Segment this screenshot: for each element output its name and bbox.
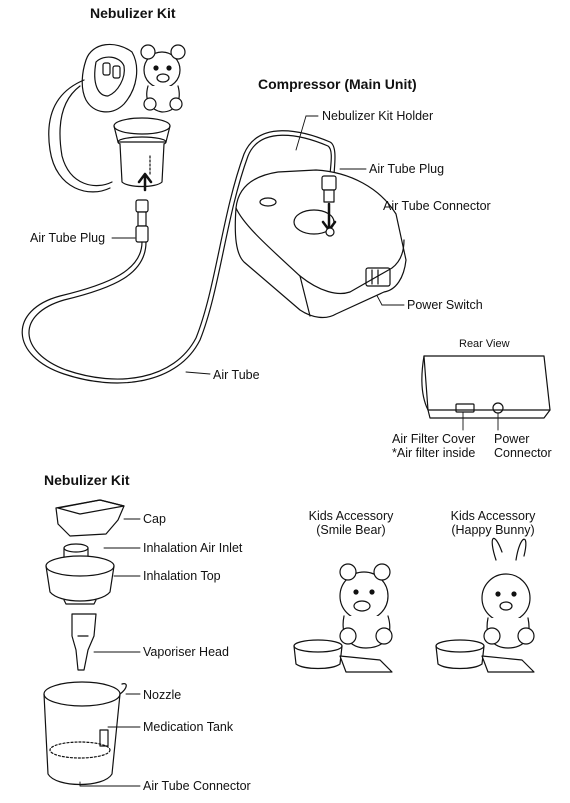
exploded-kit-illustration — [43, 499, 141, 787]
label-power-switch: Power Switch — [407, 298, 483, 312]
label-happy-bunny: Kids Accessory (Happy Bunny) — [438, 509, 548, 537]
compressor-title: Compressor (Main Unit) — [258, 76, 417, 92]
label-air-tube-connector-bottom: Air Tube Connector — [143, 779, 251, 793]
label-vaporiser-head: Vaporiser Head — [143, 645, 229, 659]
label-smile-bear: Kids Accessory (Smile Bear) — [296, 509, 406, 537]
label-power-connector: Power Connector — [494, 432, 552, 460]
happy-bunny-accessory-illustration — [435, 537, 535, 673]
label-air-filter-cover: Air Filter Cover *Air filter inside — [392, 432, 475, 460]
happy-bunny-line1: Kids Accessory — [450, 509, 536, 523]
label-air-tube-connector-right: Air Tube Connector — [383, 199, 491, 213]
compressor-main-unit-illustration — [234, 169, 407, 319]
smile-bear-line2: (Smile Bear) — [316, 523, 386, 537]
rear-view-title: Rear View — [459, 338, 510, 350]
air-tube-illustration — [21, 130, 336, 384]
label-inhalation-top: Inhalation Top — [143, 569, 221, 583]
smile-bear-line1: Kids Accessory — [308, 509, 394, 523]
nebulizer-kit-assembled-illustration — [48, 43, 186, 243]
label-air-tube: Air Tube — [213, 368, 260, 382]
rear-view-illustration — [421, 355, 551, 431]
air-filter-cover-line1: Air Filter Cover — [392, 432, 476, 446]
power-connector-line2: Connector — [494, 446, 552, 460]
bottom-kit-title: Nebulizer Kit — [44, 472, 130, 488]
label-air-tube-plug-right: Air Tube Plug — [369, 162, 445, 176]
label-air-tube-plug-left: Air Tube Plug — [30, 231, 106, 245]
label-nozzle: Nozzle — [143, 688, 182, 702]
label-nebulizer-kit-holder: Nebulizer Kit Holder — [322, 109, 434, 123]
label-medication-tank: Medication Tank — [143, 720, 234, 734]
power-connector-line1: Power — [494, 432, 530, 446]
air-filter-cover-line2: *Air filter inside — [392, 446, 476, 460]
top-kit-title: Nebulizer Kit — [90, 5, 176, 21]
smile-bear-accessory-illustration — [293, 563, 393, 673]
label-cap: Cap — [143, 512, 166, 526]
happy-bunny-line2: (Happy Bunny) — [451, 523, 535, 537]
label-inhalation-air-inlet: Inhalation Air Inlet — [143, 541, 243, 555]
